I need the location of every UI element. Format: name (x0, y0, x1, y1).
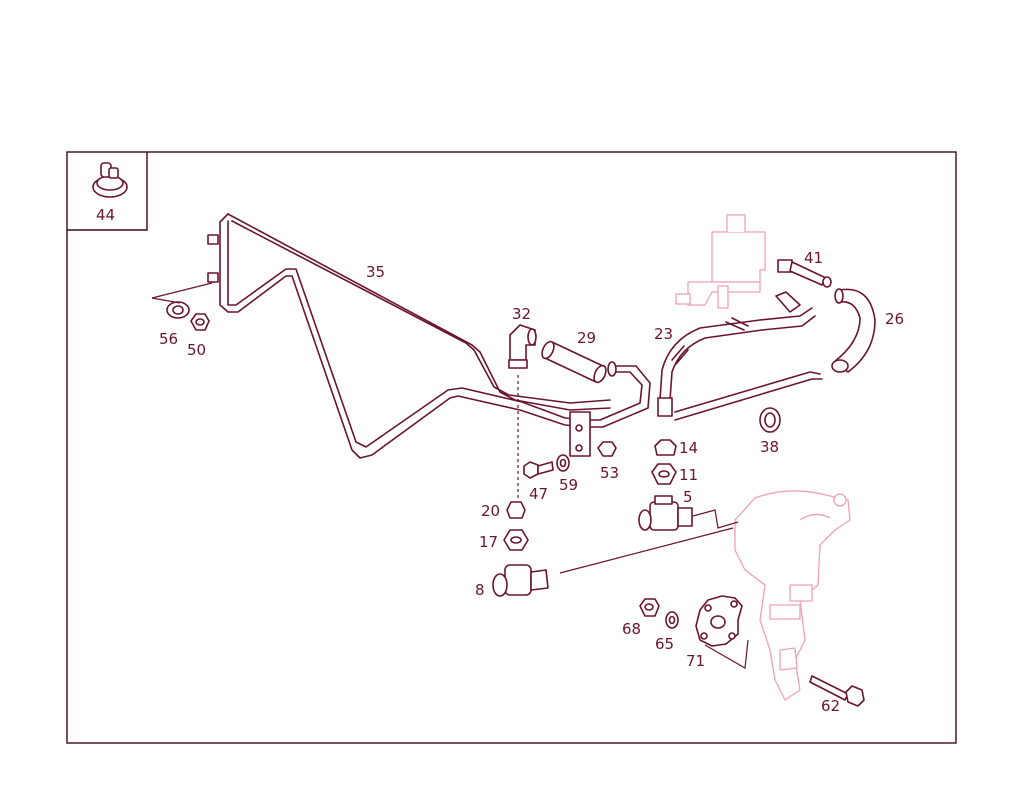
part-53-nut (597, 441, 617, 457)
part-47-bolt (523, 461, 554, 479)
part-23-pressure-hose (657, 291, 816, 417)
steering-gear-ghost (734, 490, 851, 701)
label-71: 71 (686, 652, 705, 670)
part-17-nut (503, 529, 529, 551)
part-26-curved-hose (831, 288, 876, 373)
part-59-washer (556, 454, 570, 472)
part-71-flange (695, 595, 749, 669)
part-29-hose (541, 340, 607, 384)
label-68: 68 (622, 620, 641, 638)
label-44: 44 (96, 206, 115, 224)
label-41: 41 (804, 249, 823, 267)
part-50-nut (190, 313, 210, 331)
part-62-bolt (809, 675, 865, 707)
label-11: 11 (679, 466, 698, 484)
part-11-nut (651, 463, 677, 485)
part-14-nut (654, 439, 677, 456)
label-14: 14 (679, 439, 698, 457)
part-32-elbow (508, 324, 537, 500)
part-8-tee-fitting (492, 527, 734, 597)
part-5-tee-fitting (638, 495, 739, 531)
label-17: 17 (479, 533, 498, 551)
part-38-grommet (759, 407, 781, 433)
part-41-hose (777, 259, 832, 288)
label-5: 5 (683, 488, 693, 506)
part-68-nut (639, 598, 660, 617)
label-20: 20 (481, 502, 500, 520)
label-47: 47 (529, 485, 548, 503)
label-8: 8 (475, 581, 485, 599)
diagram-frame (66, 151, 957, 744)
label-35: 35 (366, 263, 385, 281)
reservoir-ghost (675, 214, 766, 309)
part-44-hose-clamp (92, 162, 128, 198)
label-23: 23 (654, 325, 673, 343)
part-35-cooler-pipe (207, 213, 651, 459)
label-38: 38 (760, 438, 779, 456)
label-26: 26 (885, 310, 904, 328)
label-62: 62 (821, 697, 840, 715)
inset-box (67, 152, 148, 231)
label-32: 32 (512, 305, 531, 323)
label-59: 59 (559, 476, 578, 494)
label-29: 29 (577, 329, 596, 347)
label-65: 65 (655, 635, 674, 653)
return-pipe (674, 371, 823, 421)
label-56: 56 (159, 330, 178, 348)
part-65-washer (665, 611, 679, 629)
part-56-washer (166, 301, 190, 319)
leader-56-50 (151, 282, 213, 304)
part-20-cap (506, 501, 526, 519)
label-50: 50 (187, 341, 206, 359)
label-53: 53 (600, 464, 619, 482)
